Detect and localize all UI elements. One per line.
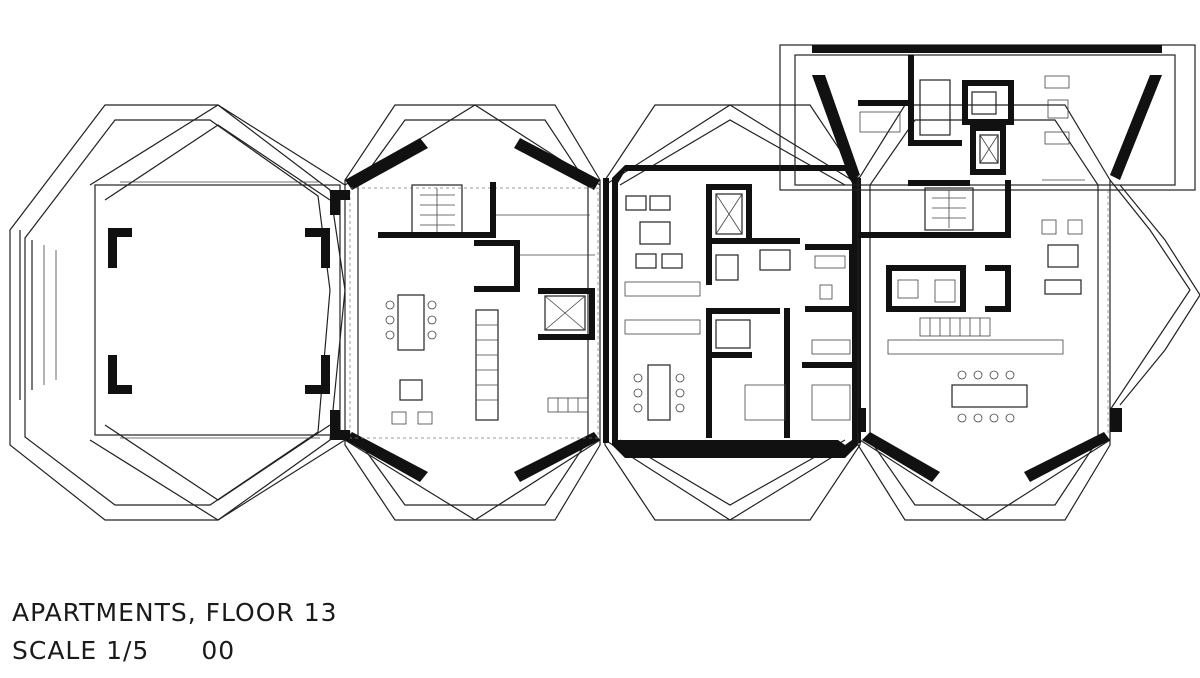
module-2-apartment [330, 104, 601, 521]
floor-plan-drawing [9, 44, 1200, 521]
scale-value: 00 [201, 636, 236, 665]
module-3-apartment [603, 104, 861, 521]
module-1-hexagon [9, 104, 346, 521]
plan-scale: SCALE 1/5 00 [12, 636, 235, 666]
scale-label: SCALE 1/5 [12, 636, 150, 665]
plan-title: APARTMENTS, FLOOR 13 [12, 598, 338, 627]
module-4-apartment [779, 44, 1200, 521]
